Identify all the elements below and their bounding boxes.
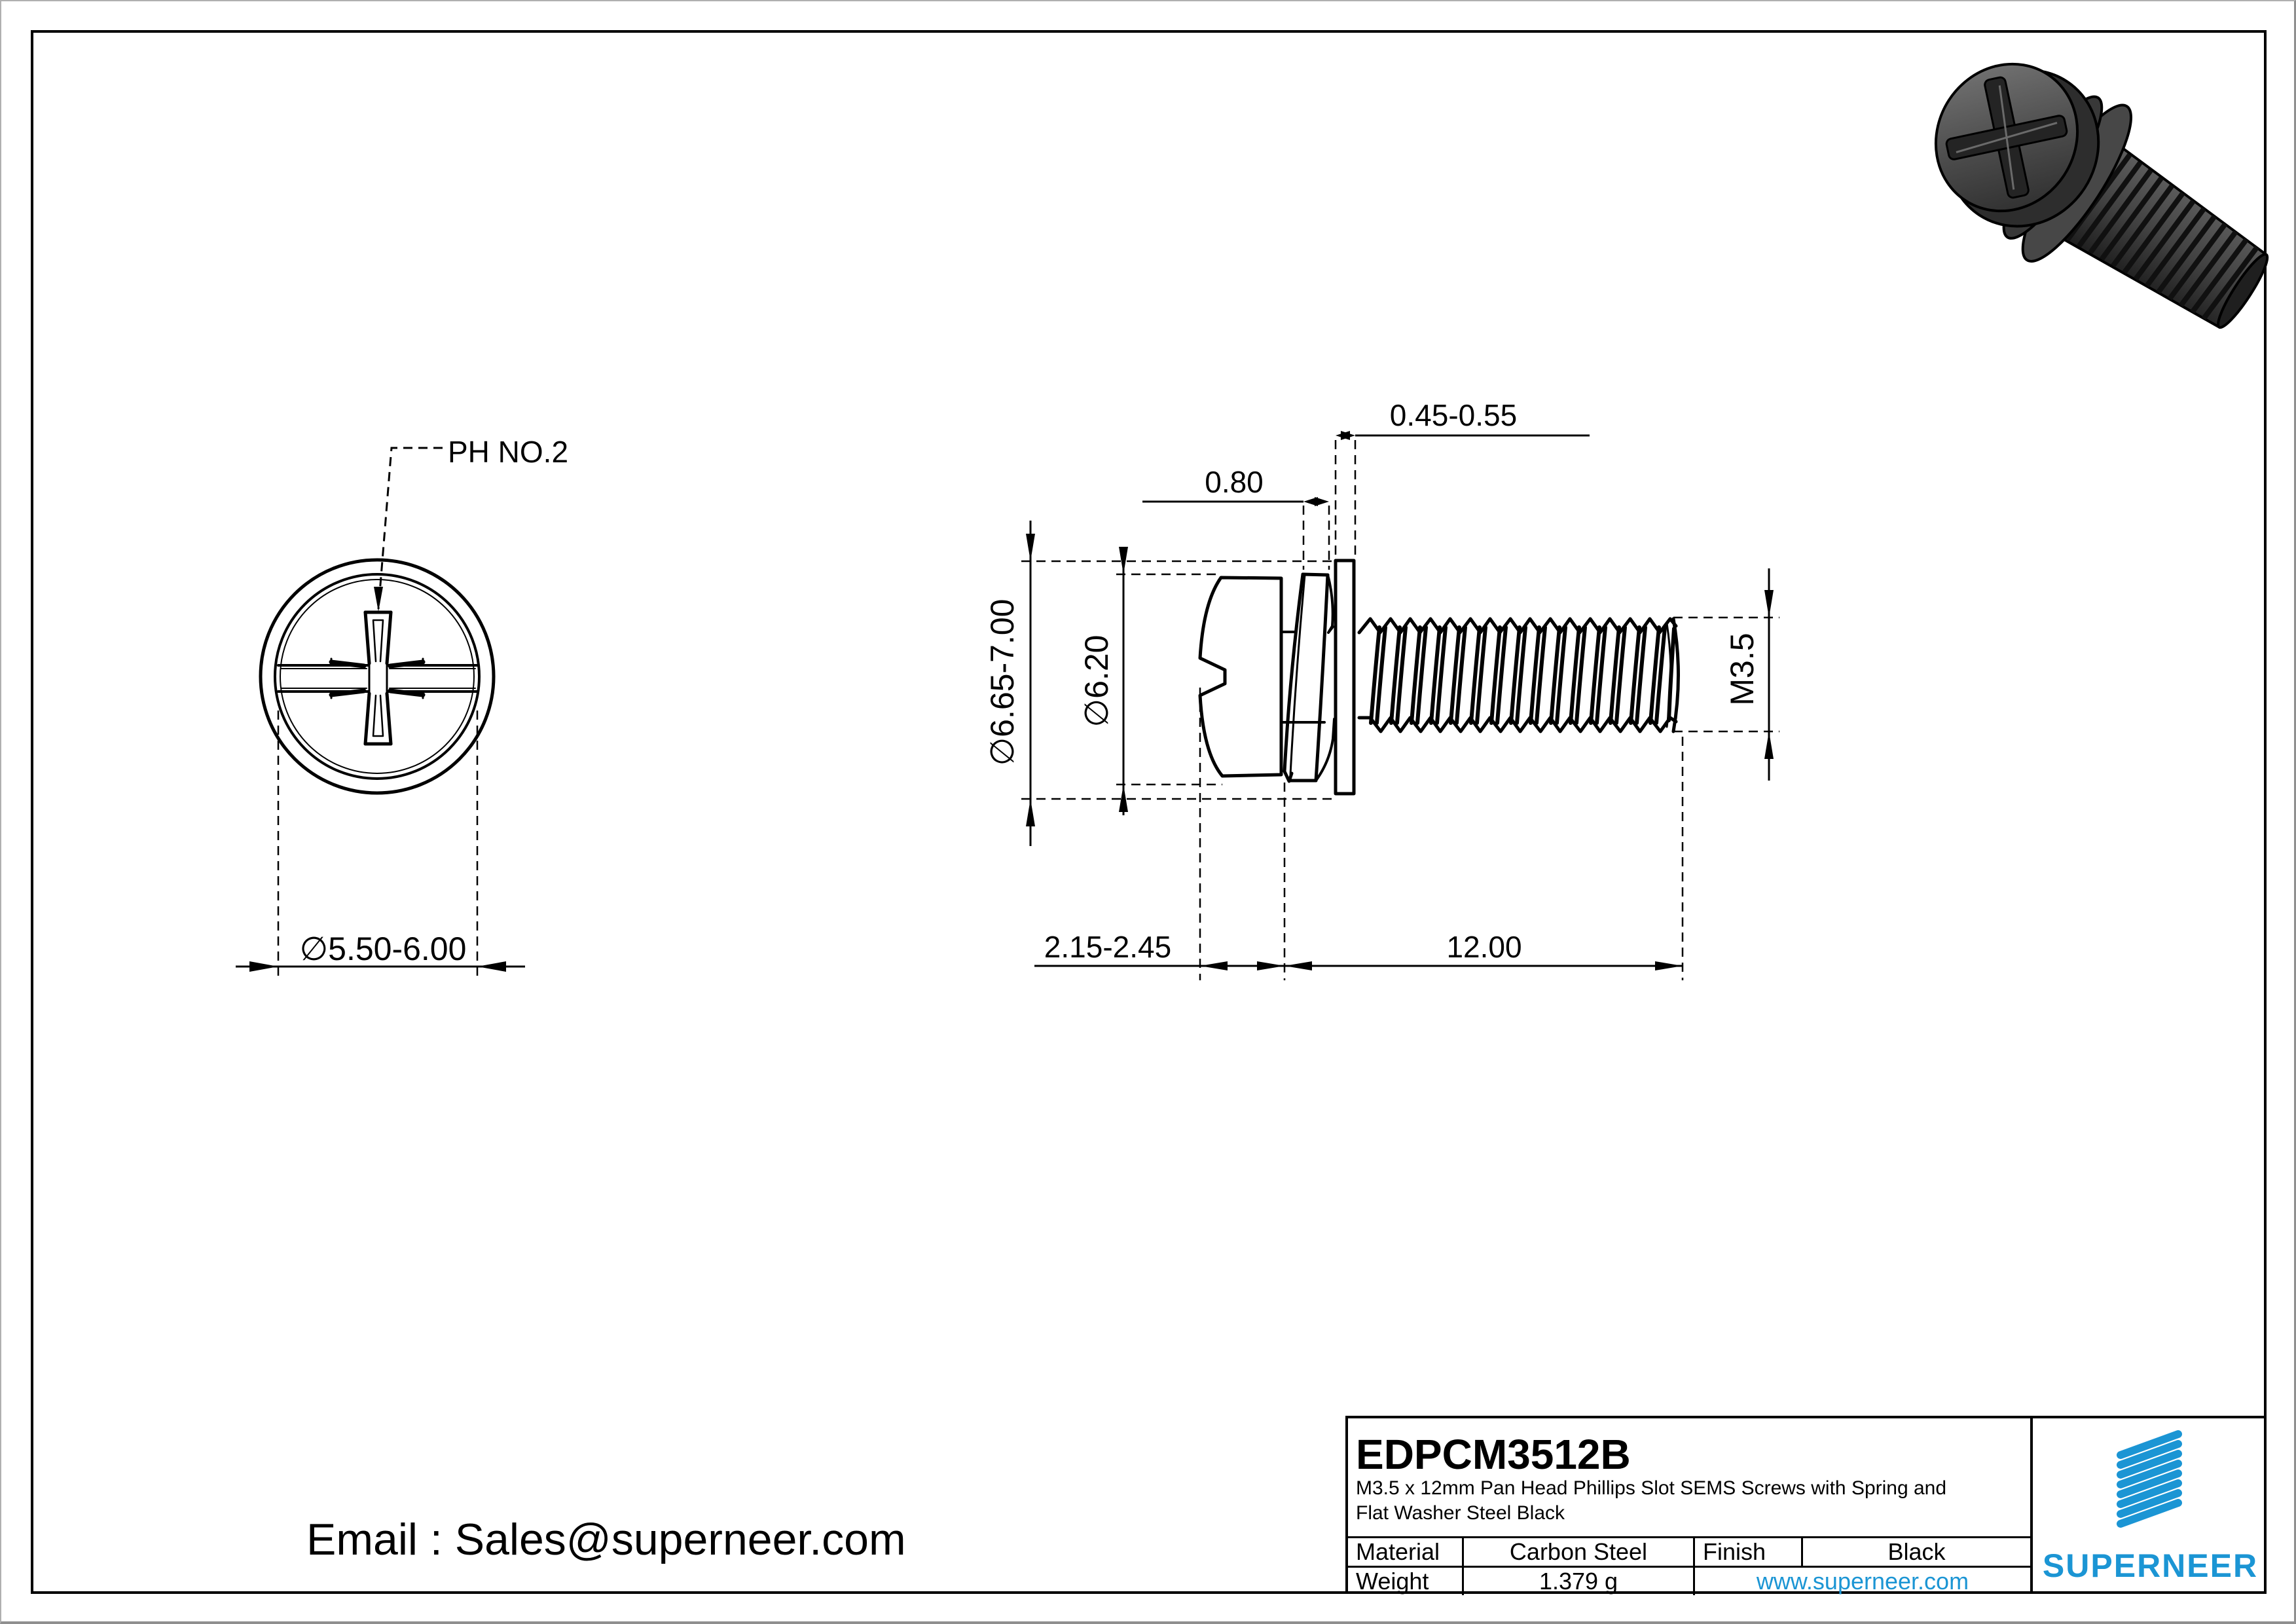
phillips-cross	[329, 610, 426, 746]
dim-head-od: ∅6.20	[1078, 547, 1128, 815]
thread-length-text: 12.00	[1446, 930, 1522, 964]
contact-email: Email : Sales@superneer.com	[306, 1515, 906, 1564]
dim-washer-od: ∅6.65-7.00	[984, 521, 1035, 846]
finish-label: Finish	[1693, 1538, 1801, 1566]
extension-lines	[1021, 440, 1779, 980]
spring-washer	[1283, 572, 1336, 783]
material-label: Material	[1356, 1538, 1440, 1565]
head-fillet-circle	[280, 579, 475, 774]
side-view	[1198, 559, 1680, 796]
drive-leader-arrow	[374, 587, 383, 612]
material-finish-row: Material Carbon Steel Finish Black	[1348, 1536, 2030, 1566]
thread-text: M3.5	[1724, 633, 1760, 705]
spring-washer-thickness-text: 0.80	[1205, 465, 1264, 499]
sheet-border	[31, 30, 2267, 1594]
pan-head-profile	[1198, 576, 1283, 778]
front-view	[259, 558, 496, 795]
dim-thread: M3.5	[1724, 568, 1774, 781]
website-link[interactable]: www.superneer.com	[1693, 1568, 2030, 1595]
drive-leader-line	[377, 447, 443, 610]
finish-value: Black	[1801, 1538, 2030, 1566]
washer-outline-circle	[259, 558, 496, 795]
title-block: EDPCM3512B M3.5 x 12mm Pan Head Phillips…	[1345, 1416, 2268, 1595]
flat-washer	[1334, 559, 1356, 796]
slot-lines	[277, 664, 479, 693]
washer-od-text: ∅6.65-7.00	[984, 599, 1021, 766]
head-od-text: ∅6.20	[1078, 635, 1115, 728]
drive-label: PH NO.2	[448, 435, 568, 469]
weight-website-row: Weight 1.379 g www.superneer.com	[1348, 1566, 2030, 1595]
screw-3d-render	[1934, 62, 2269, 329]
brand-logo-stripes-icon	[2117, 1430, 2182, 1528]
material-value: Carbon Steel	[1462, 1538, 1693, 1566]
weight-label: Weight	[1356, 1568, 1429, 1595]
thread-flanks	[1369, 625, 1676, 725]
part-description-line1: M3.5 x 12mm Pan Head Phillips Slot SEMS …	[1356, 1477, 1947, 1499]
dim-flat-washer-thickness: 0.45-0.55	[1336, 398, 1590, 440]
part-description-line2: Flat Washer Steel Black	[1356, 1502, 1565, 1524]
head-outline-circle	[274, 573, 481, 780]
slot-diameter-text: ∅5.50-6.00	[300, 931, 467, 967]
threaded-shank	[1357, 617, 1680, 733]
part-number: EDPCM3512B	[1356, 1431, 1631, 1478]
part-description: M3.5 x 12mm Pan Head Phillips Slot SEMS …	[1356, 1476, 2017, 1526]
side-view-dimensions: 0.45-0.55 0.80 ∅6.65-7.00 ∅6.	[984, 398, 1779, 980]
brand-name: SUPERNEER	[2042, 1547, 2259, 1584]
slot-dim-arrow-right	[477, 961, 506, 972]
front-view-dimensions: PH NO.2 ∅5.50-6.00	[236, 435, 568, 980]
head-height-text: 2.15-2.45	[1044, 930, 1171, 964]
dim-spring-washer-thickness: 0.80	[1142, 465, 1329, 506]
brand-logo-cell: SUPERNEER	[2030, 1418, 2268, 1593]
phillips-recess-3d	[1945, 76, 2068, 199]
flat-washer-thickness-text: 0.45-0.55	[1390, 398, 1517, 432]
slot-dim-arrow-left	[249, 961, 278, 972]
weight-value: 1.379 g	[1462, 1568, 1693, 1595]
thread-end-cap	[1671, 617, 1680, 733]
dim-head-height: 2.15-2.45	[1034, 930, 1285, 970]
dim-thread-length: 12.00	[1285, 930, 1683, 970]
